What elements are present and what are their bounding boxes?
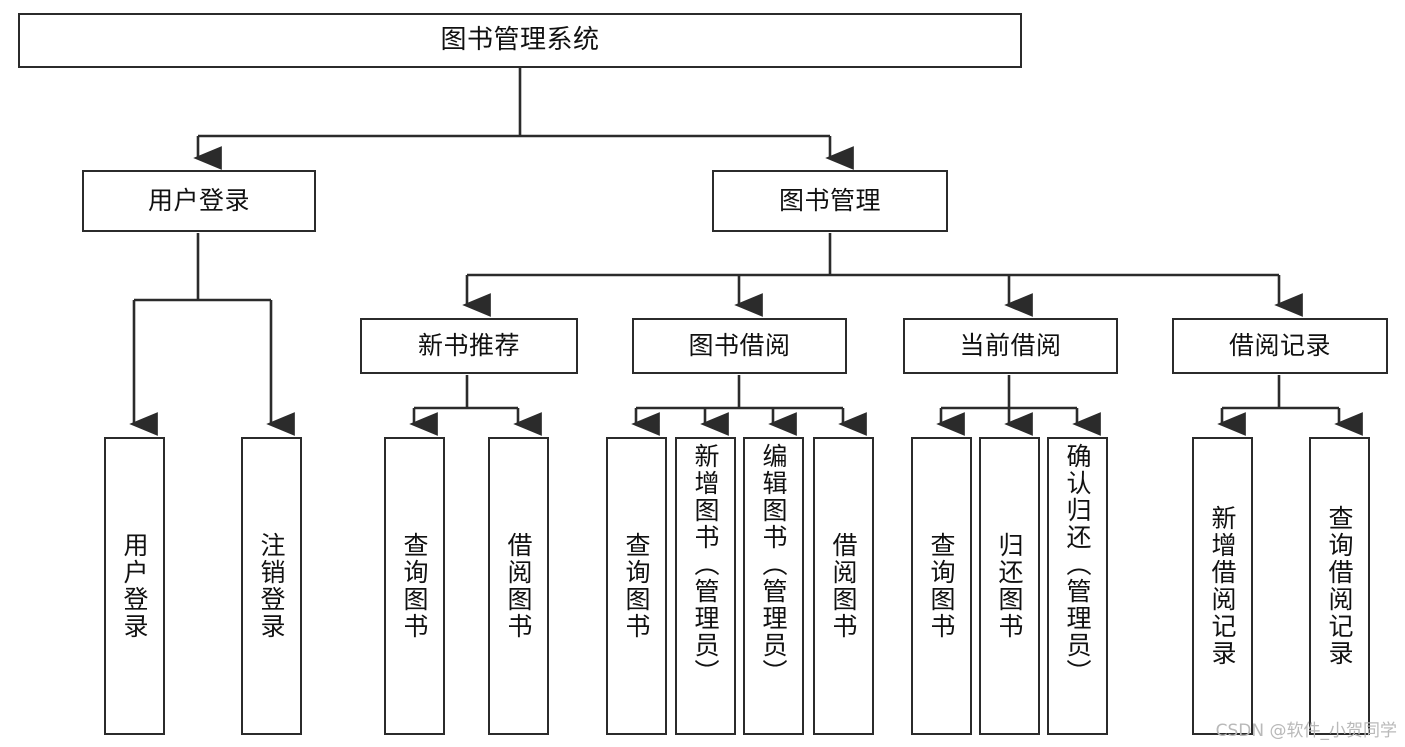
node-label: 图书管理	[778, 186, 881, 216]
node-label: 用户登录	[147, 186, 250, 216]
node-root-library-management-system[interactable]: 图书管理系统	[18, 13, 1022, 68]
node-label: 查询借阅记录	[1325, 505, 1354, 667]
leaf-edit-book-admin[interactable]: 编辑图书（管理员）	[743, 437, 804, 735]
node-borrowing-records[interactable]: 借阅记录	[1172, 318, 1388, 374]
leaf-logout[interactable]: 注销登录	[241, 437, 302, 735]
node-label: 查询图书	[927, 532, 956, 640]
node-label: 新增图书（管理员）	[691, 443, 720, 686]
node-current-borrowing[interactable]: 当前借阅	[903, 318, 1118, 374]
leaf-confirm-return-admin[interactable]: 确认归还（管理员）	[1047, 437, 1108, 735]
node-label: 当前借阅	[959, 331, 1062, 361]
node-label: 编辑图书（管理员）	[759, 443, 788, 686]
node-label: 借阅记录	[1228, 331, 1331, 361]
leaf-return-books[interactable]: 归还图书	[979, 437, 1040, 735]
leaf-add-borrowing-record[interactable]: 新增借阅记录	[1192, 437, 1253, 735]
node-label: 用户登录	[120, 532, 149, 640]
csdn-watermark: CSDN @软件_小贺同学	[1215, 721, 1397, 741]
node-label: 确认归还（管理员）	[1063, 443, 1092, 686]
node-book-borrowing[interactable]: 图书借阅	[632, 318, 847, 374]
leaf-query-books-recommendation[interactable]: 查询图书	[384, 437, 445, 735]
leaf-query-books-borrowing[interactable]: 查询图书	[606, 437, 667, 735]
node-book-management[interactable]: 图书管理	[712, 170, 948, 232]
node-user-login[interactable]: 用户登录	[82, 170, 316, 232]
node-label: 注销登录	[257, 532, 286, 640]
node-label: 借阅图书	[829, 532, 858, 640]
leaf-user-login[interactable]: 用户登录	[104, 437, 165, 735]
node-label: 新增借阅记录	[1208, 505, 1237, 667]
leaf-query-books-current[interactable]: 查询图书	[911, 437, 972, 735]
node-label: 图书管理系统	[440, 25, 600, 56]
leaf-query-borrowing-record[interactable]: 查询借阅记录	[1309, 437, 1370, 735]
node-label: 归还图书	[995, 532, 1024, 640]
node-label: 图书借阅	[688, 331, 791, 361]
leaf-borrow-books-borrowing[interactable]: 借阅图书	[813, 437, 874, 735]
node-label: 查询图书	[622, 532, 651, 640]
node-label: 新书推荐	[417, 331, 520, 361]
node-label: 借阅图书	[504, 532, 533, 640]
node-new-book-recommendation[interactable]: 新书推荐	[360, 318, 578, 374]
leaf-add-book-admin[interactable]: 新增图书（管理员）	[675, 437, 736, 735]
node-label: 查询图书	[400, 532, 429, 640]
leaf-borrow-books-recommendation[interactable]: 借阅图书	[488, 437, 549, 735]
